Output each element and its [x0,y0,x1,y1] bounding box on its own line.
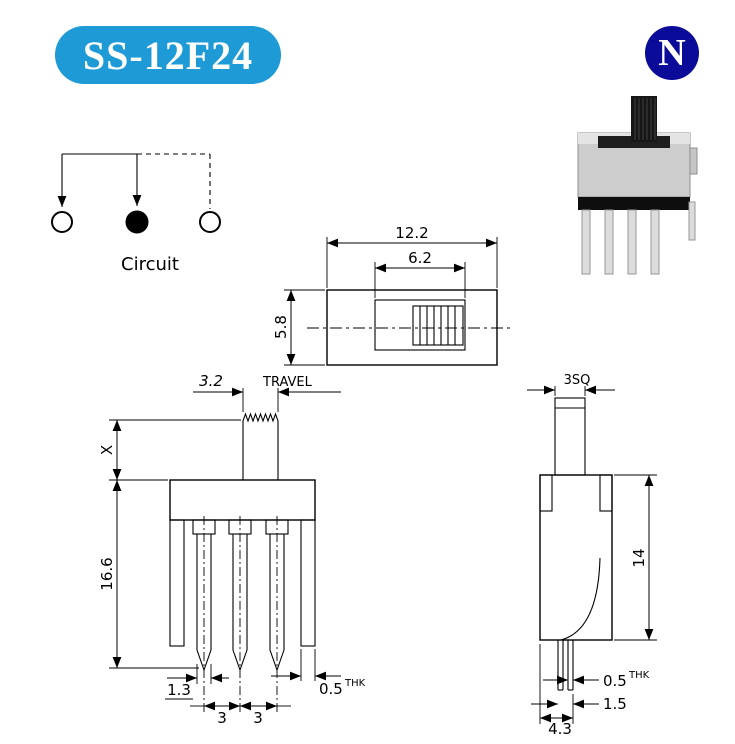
photo-pins [581,201,696,275]
switch-body-front [169,479,316,521]
dim-pin-pitch-right: 3 [253,709,263,727]
dim-side-height: 14 [630,548,648,567]
dim-pin-width: 1.3 [167,681,191,699]
front-thk-sup: THK [344,678,366,689]
dim-knob-travel: 3.2 [199,372,223,390]
dim-knob-square: 3SQ [564,373,591,388]
dim-side-width: 4.3 [548,720,572,738]
top-view-drawing: 12.2 6.2 5.8 [272,224,513,366]
photo-ear [689,147,698,175]
side-thk-sup: THK [628,670,650,681]
model-number: SS-12F24 [82,32,254,78]
dim-pin-offset: 1.5 [603,695,627,713]
support-left [169,519,185,647]
terminal-right [199,211,221,233]
knob-side-view [554,397,586,476]
switch-body-side [539,474,613,641]
logo-letter: N [658,32,686,74]
photo-base [578,197,690,210]
label-travel: TRAVEL [262,375,313,390]
terminal-bend [560,557,601,641]
product-photo [577,96,698,275]
front-view-drawing: 3.2 TRAVEL X [98,372,366,727]
knob-front-view [242,412,279,480]
model-badge: SS-12F24 [55,26,281,84]
terminal-common [125,210,149,234]
dim-side-thk: 0.5 [603,672,627,690]
support-right [300,519,316,647]
circuit-label: Circuit [121,254,179,275]
side-view-drawing: 3SQ 14 0.5 THK 1.5 4.3 [527,373,657,738]
terminal-left [51,211,73,233]
dim-front-height: 16.6 [98,557,116,590]
knob-top-view [412,305,464,346]
dim-top-slot: 6.2 [408,249,432,267]
terminal-pins [196,534,285,672]
dim-front-thk: 0.5 [319,680,343,698]
side-legs [557,640,574,691]
dim-x: X [98,445,116,455]
dim-top-width: 12.2 [395,224,428,242]
circuit-diagram: Circuit [51,153,221,275]
dim-pin-pitch-left: 3 [217,709,227,727]
dim-top-height: 5.8 [272,315,290,339]
brand-logo: N [645,26,699,80]
